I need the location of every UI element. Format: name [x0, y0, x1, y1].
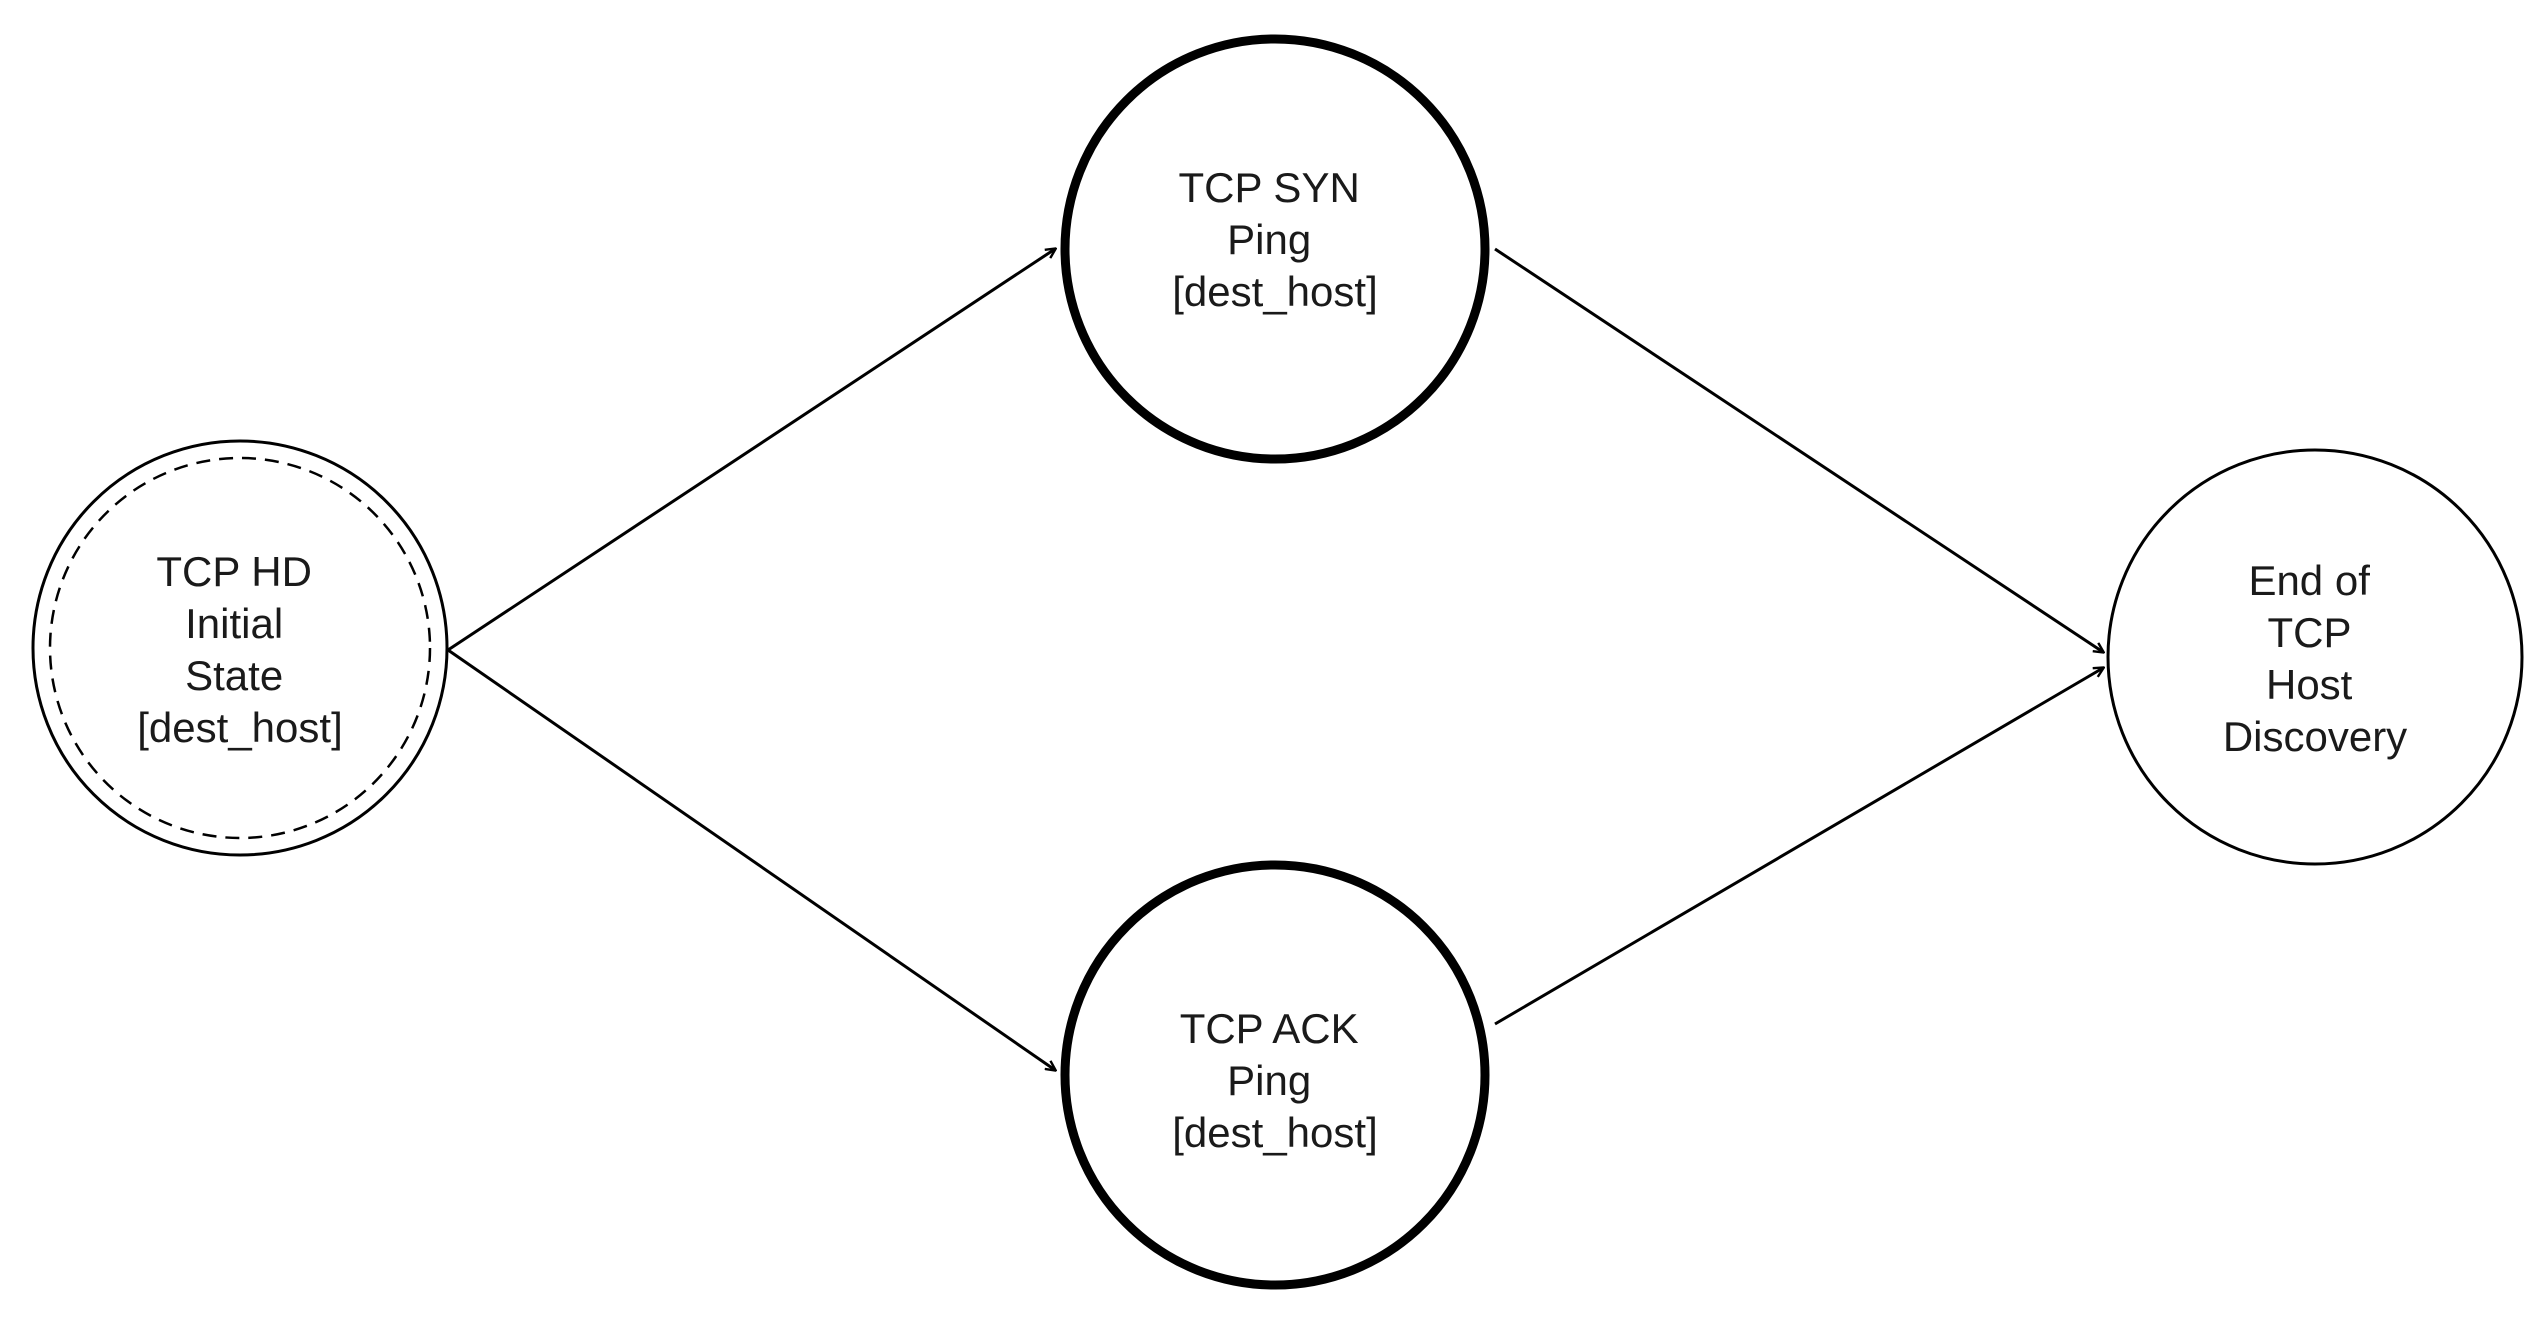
node-end-circle [2106, 448, 2524, 866]
node-initial-line-2: Initial [185, 600, 283, 647]
node-syn-label: TCP SYN Ping [dest_host] [1172, 164, 1377, 315]
node-initial-line-3: State [185, 652, 283, 699]
edge-syn-to-end [1494, 247, 2103, 652]
node-initial-outer-circle [31, 439, 449, 857]
edge-ack-to-end [1494, 668, 2103, 1026]
node-end-label: End of TCP Host Discovery [2223, 557, 2407, 760]
node-syn-line-2: Ping [1227, 216, 1311, 263]
node-syn-circle [1060, 34, 1490, 464]
node-tcp-syn-ping[interactable]: TCP SYN Ping [dest_host] [1060, 34, 1490, 464]
node-initial-line-1: TCP HD [156, 548, 312, 595]
node-end-line-4: Discovery [2223, 713, 2407, 760]
node-initial-line-4: [dest_host] [137, 704, 342, 751]
node-initial-inner-dashed-circle [48, 456, 432, 840]
node-ack-label: TCP ACK Ping [dest_host] [1172, 1005, 1377, 1156]
node-end-discovery[interactable]: End of TCP Host Discovery [2106, 448, 2524, 866]
node-end-line-2: TCP [2268, 609, 2351, 656]
node-syn-line-1: TCP SYN [1179, 164, 1360, 211]
edges [447, 247, 2103, 1070]
edge-initial-to-syn [447, 249, 1055, 652]
node-initial-label: TCP HD Initial State [dest_host] [137, 548, 342, 751]
node-ack-line-3: [dest_host] [1172, 1109, 1377, 1156]
node-end-line-1: End of [2248, 557, 2370, 604]
node-ack-line-1: TCP ACK [1180, 1005, 1359, 1052]
edge-initial-to-ack [447, 648, 1055, 1070]
node-ack-circle [1060, 860, 1490, 1290]
node-syn-line-3: [dest_host] [1172, 268, 1377, 315]
node-initial-state[interactable]: TCP HD Initial State [dest_host] [31, 439, 449, 857]
node-ack-line-2: Ping [1227, 1057, 1311, 1104]
node-tcp-ack-ping[interactable]: TCP ACK Ping [dest_host] [1060, 860, 1490, 1290]
node-end-line-3: Host [2266, 661, 2353, 708]
